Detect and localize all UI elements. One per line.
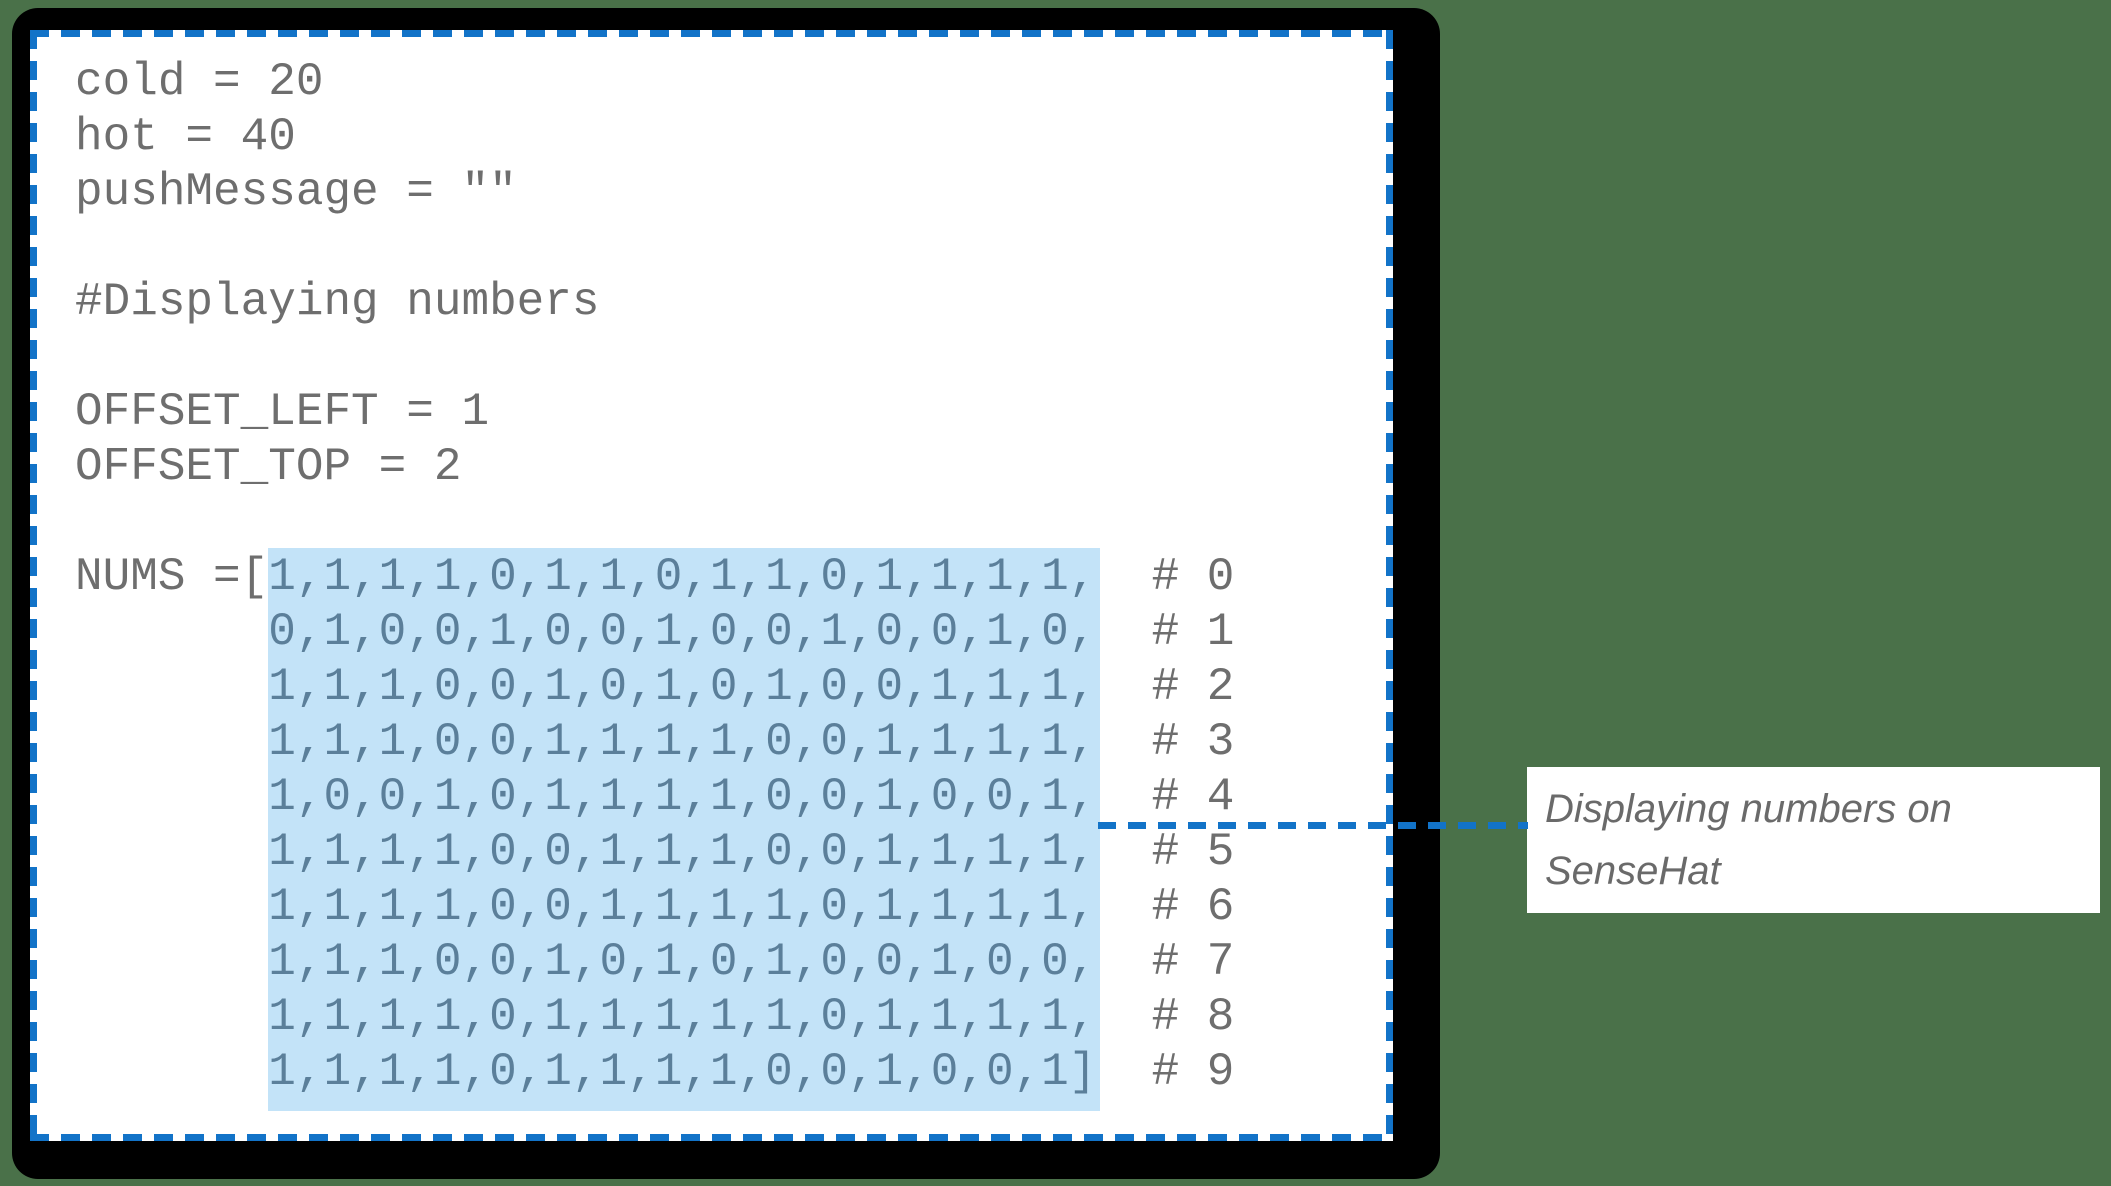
nums-row-cells: 1,1,1,0,0,1,0,1,0,1,0,0,1,0,0,: [268, 936, 1097, 988]
nums-row-comment: # 3: [1151, 716, 1235, 768]
callout-connector-line: [1098, 822, 1528, 829]
code-card-shadow-frame: cold = 20 hot = 40 pushMessage = "" #Dis…: [12, 8, 1440, 1179]
dashed-border-top: [30, 30, 1393, 37]
nums-row-comment: # 6: [1151, 881, 1235, 933]
nums-row-comment: # 5: [1151, 826, 1235, 878]
nums-row-comment: # 7: [1151, 936, 1235, 988]
nums-assignment-label: NUMS =[: [75, 551, 269, 603]
callout-label: Displaying numbers on SenseHat: [1527, 767, 2100, 913]
nums-row-cells: 1,1,1,1,0,0,1,1,1,1,0,1,1,1,1,: [268, 881, 1097, 933]
nums-row-cells: 1,1,1,0,0,1,1,1,1,0,0,1,1,1,1,: [268, 716, 1097, 768]
dashed-border-left: [30, 30, 37, 1141]
nums-row-comment: # 2: [1151, 661, 1235, 713]
code-block: cold = 20 hot = 40 pushMessage = "" #Dis…: [75, 55, 1234, 1100]
code-card: cold = 20 hot = 40 pushMessage = "" #Dis…: [30, 30, 1393, 1141]
nums-row-cells: 1,0,0,1,0,1,1,1,1,0,0,1,0,0,1,: [268, 771, 1097, 823]
nums-array-rows: 1,1,1,1,0,1,1,0,1,1,0,1,1,1,1, # 0 0,1,0…: [75, 551, 1234, 1098]
dashed-border-bottom: [30, 1134, 1393, 1141]
nums-row-cells: 1,1,1,1,0,1,1,1,1,1,0,1,1,1,1,: [268, 991, 1097, 1043]
nums-row-cells: 1,1,1,1,0,1,1,0,1,1,0,1,1,1,1,: [268, 551, 1097, 603]
nums-row-cells: 1,1,1,0,0,1,0,1,0,1,0,0,1,1,1,: [268, 661, 1097, 713]
nums-row-comment: # 4: [1151, 771, 1235, 823]
nums-row-cells: 1,1,1,1,0,1,1,1,1,0,0,1,0,0,1]: [268, 1046, 1097, 1098]
callout-text-line2: SenseHat: [1545, 849, 1721, 893]
nums-highlight-rectangle: [268, 548, 1100, 1111]
nums-row-cells: 0,1,0,0,1,0,0,1,0,0,1,0,0,1,0,: [268, 606, 1097, 658]
nums-row-comment: # 8: [1151, 991, 1235, 1043]
dashed-border-right: [1386, 30, 1393, 1141]
code-top-lines: cold = 20 hot = 40 pushMessage = "" #Dis…: [75, 56, 600, 493]
nums-row-comment: # 1: [1151, 606, 1235, 658]
callout-text-line1: Displaying numbers on: [1545, 787, 1952, 831]
nums-row-comment: # 9: [1151, 1046, 1235, 1098]
nums-row-comment: # 0: [1151, 551, 1235, 603]
nums-row-cells: 1,1,1,1,0,0,1,1,1,0,0,1,1,1,1,: [268, 826, 1097, 878]
